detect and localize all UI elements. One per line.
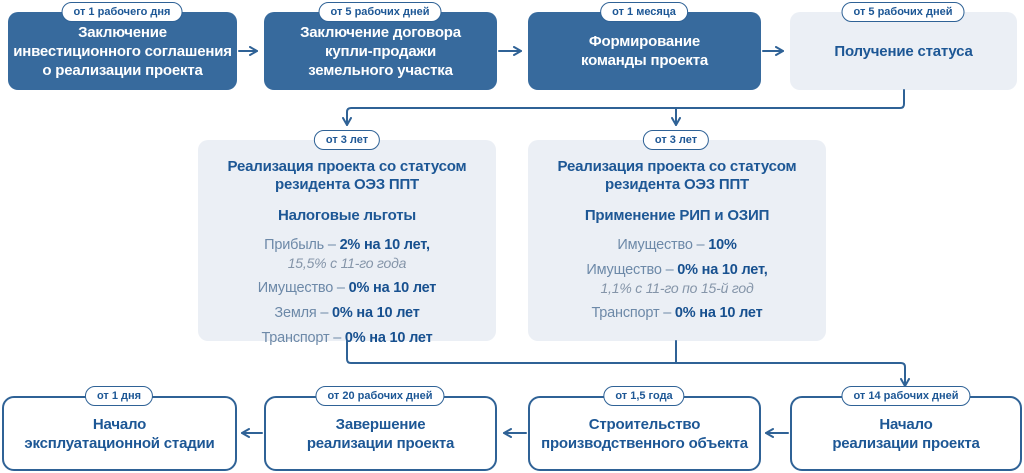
panel-resident-rip-ozip: Реализация проекта со статусом резидента… bbox=[528, 140, 826, 341]
step-team-formation: Формирование команды проекта bbox=[528, 12, 761, 90]
benefit-value: 0% на 10 лет bbox=[674, 305, 763, 321]
step-line: земельного участка bbox=[308, 61, 453, 79]
duration-badge: от 20 рабочих дней bbox=[315, 386, 445, 406]
panel-subtitle: Применение РИП и ОЗИП bbox=[584, 207, 770, 224]
panel-title: Реализация проекта со статусом резидента… bbox=[198, 158, 496, 194]
step-line: Заключение bbox=[78, 23, 167, 41]
benefit-item: Транспорт – 0% на 10 лет bbox=[198, 329, 496, 347]
step-project-start: Начало реализации проекта bbox=[790, 396, 1022, 471]
benefit-label: Имущество – bbox=[586, 262, 678, 278]
duration-badge: от 1,5 года bbox=[603, 386, 685, 406]
step-line: реализации проекта bbox=[832, 434, 980, 452]
step-line: Начало bbox=[879, 415, 933, 433]
step-line: производственного объекта bbox=[541, 434, 748, 452]
benefit-item: Земля – 0% на 10 лет bbox=[198, 304, 496, 322]
step-land-purchase-contract: Заключение договора купли-продажи земель… bbox=[264, 12, 497, 90]
step-operational-stage-start: Начало эксплуатационной стадии bbox=[2, 396, 237, 471]
arrow-status-to-left-middle bbox=[342, 89, 905, 126]
benefit-note: 1,1% с 11-го по 15-й год bbox=[600, 280, 754, 296]
benefit-value: 2% на 10 лет, bbox=[339, 237, 431, 253]
duration-badge: от 3 лет bbox=[313, 130, 381, 150]
benefit-label: Прибыль – bbox=[264, 237, 340, 253]
duration-badge: от 3 лет bbox=[642, 130, 710, 150]
step-project-completion: Завершение реализации проекта bbox=[264, 396, 497, 471]
duration-badge: от 5 рабочих дней bbox=[318, 2, 442, 22]
panel-title-line: Реализация проекта со статусом bbox=[557, 158, 797, 175]
benefit-value: 0% на 10 лет bbox=[344, 330, 433, 346]
step-line: реализации проекта bbox=[306, 434, 455, 452]
step-facility-construction: Строительство производственного объекта bbox=[528, 396, 761, 471]
step-line: Формирование bbox=[588, 33, 701, 50]
panel-title-line: резидента ОЭЗ ППТ bbox=[605, 176, 749, 193]
benefit-label: Имущество – bbox=[617, 237, 709, 253]
benefit-item: Имущество – 0% на 10 лет, bbox=[528, 261, 826, 279]
step-line: Строительство bbox=[588, 415, 701, 433]
step-line: о реализации проекта bbox=[42, 61, 203, 79]
benefit-value: 0% на 10 лет, bbox=[677, 262, 768, 278]
arrow-middle-to-start bbox=[346, 340, 910, 387]
benefit-value: 0% на 10 лет bbox=[348, 280, 437, 296]
duration-badge: от 1 дня bbox=[84, 386, 154, 406]
panel-subtitle: Налоговые льготы bbox=[278, 207, 416, 224]
benefit-value: 10% bbox=[708, 237, 737, 253]
benefit-item: Транспорт – 0% на 10 лет bbox=[528, 304, 826, 322]
benefit-item: Прибыль – 2% на 10 лет, bbox=[198, 236, 496, 254]
benefit-label: Имущество – bbox=[257, 280, 349, 296]
duration-badge: от 14 рабочих дней bbox=[841, 386, 971, 406]
benefit-note: 15,5% с 11-го года bbox=[287, 255, 407, 271]
benefit-item: Имущество – 10% bbox=[528, 236, 826, 254]
benefit-list: Имущество – 10% Имущество – 0% на 10 лет… bbox=[528, 236, 826, 322]
panel-title: Реализация проекта со статусом резидента… bbox=[528, 158, 826, 194]
benefit-value: 0% на 10 лет bbox=[332, 305, 420, 321]
panel-title-line: резидента ОЭЗ ППТ bbox=[275, 176, 419, 193]
step-line: Заключение договора bbox=[300, 23, 461, 41]
panel-title-line: Реализация проекта со статусом bbox=[227, 158, 467, 175]
duration-badge: от 1 месяца bbox=[600, 2, 688, 22]
benefit-label: Транспорт – bbox=[591, 305, 675, 321]
benefit-item: Имущество – 0% на 10 лет bbox=[198, 279, 496, 297]
step-line: команды проекта bbox=[581, 52, 708, 69]
step-investment-agreement: Заключение инвестиционного соглашения о … bbox=[8, 12, 237, 90]
step-line: Получение статуса bbox=[834, 42, 973, 60]
duration-badge: от 5 рабочих дней bbox=[841, 2, 965, 22]
panel-resident-tax-benefits: Реализация проекта со статусом резидента… bbox=[198, 140, 496, 346]
duration-badge: от 1 рабочего дня bbox=[61, 2, 183, 22]
benefit-list: Прибыль – 2% на 10 лет, 15,5% с 11-го го… bbox=[198, 236, 496, 347]
step-line: купли-продажи bbox=[325, 42, 436, 60]
step-line: Начало bbox=[92, 415, 147, 433]
step-line: Завершение bbox=[335, 415, 426, 433]
benefit-label: Транспорт – bbox=[261, 330, 345, 346]
benefit-label: Земля – bbox=[274, 305, 333, 321]
step-status-obtainment: Получение статуса bbox=[790, 12, 1017, 90]
step-line: инвестиционного соглашения bbox=[13, 42, 232, 60]
step-line: эксплуатационной стадии bbox=[24, 434, 215, 452]
